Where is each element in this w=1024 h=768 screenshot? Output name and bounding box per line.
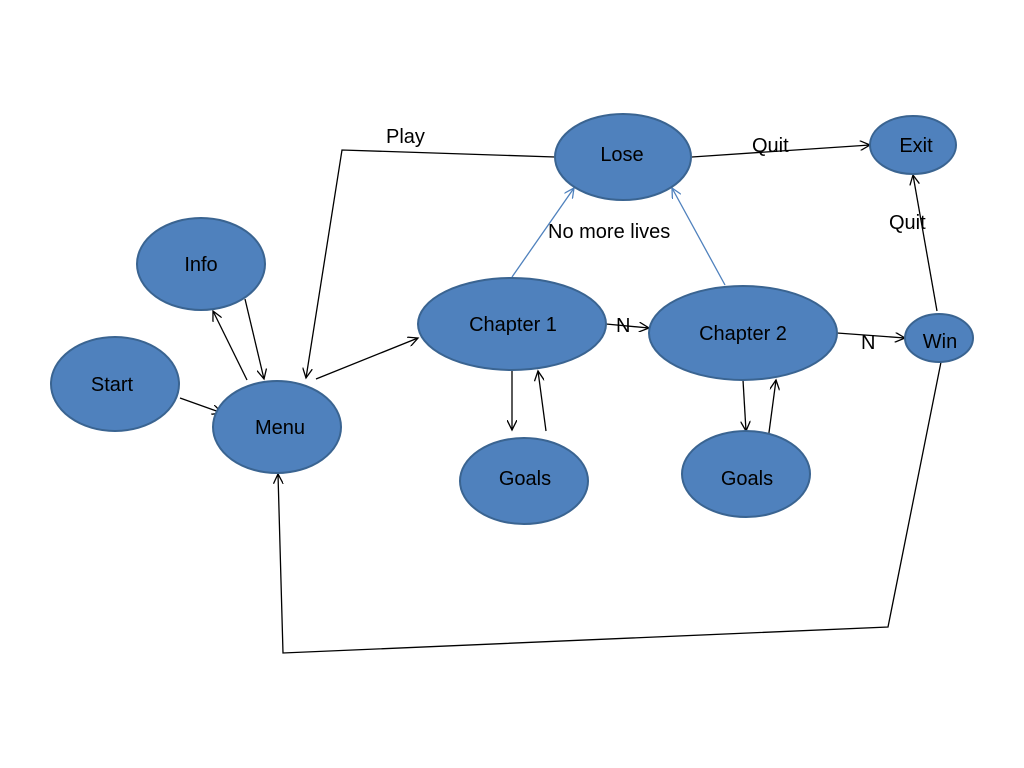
edge-label-play: Play	[386, 126, 425, 148]
node-label-lose: Lose	[600, 144, 643, 166]
node-win: Win	[904, 313, 974, 363]
edge-menu-info	[213, 311, 248, 381]
edge-chapter1-lose	[511, 188, 574, 278]
edge-chapter2-goals2	[743, 379, 746, 431]
node-chapter2: Chapter 2	[648, 285, 838, 381]
edge-menu-chapter1	[315, 338, 418, 380]
node-label-start: Start	[91, 374, 134, 396]
node-label-menu: Menu	[255, 417, 305, 439]
edge-label-n-chapter2: N	[861, 332, 875, 354]
edge-label-quit-win: Quit	[889, 212, 926, 234]
edge-label-quit-lose: Quit	[752, 135, 789, 157]
edges	[179, 145, 942, 654]
node-lose: Lose	[554, 113, 692, 201]
edge-label-no-more-lives: No more lives	[548, 221, 670, 243]
node-label-chapter1: Chapter 1	[469, 314, 557, 336]
edge-lose-exit	[691, 145, 870, 158]
edge-chapter2-lose	[672, 188, 726, 286]
node-label-chapter2: Chapter 2	[699, 323, 787, 345]
node-info: Info	[136, 217, 266, 311]
node-exit: Exit	[869, 115, 957, 175]
edge-win-menu	[278, 361, 942, 654]
node-menu: Menu	[212, 380, 342, 474]
edge-info-menu	[244, 298, 264, 379]
node-chapter1: Chapter 1	[417, 277, 607, 371]
edge-goals2-chapter2	[767, 380, 776, 441]
edge-chapter2-win	[836, 333, 905, 338]
edge-chapter1-chapter2	[605, 324, 649, 328]
edge-label-n-chapter1: N	[616, 315, 630, 337]
node-label-info: Info	[184, 254, 217, 276]
node-label-goals-chapter2: Goals	[721, 468, 773, 490]
node-label-exit: Exit	[899, 135, 933, 157]
node-goals-chapter1: Goals	[459, 437, 589, 525]
node-label-goals-chapter1: Goals	[499, 468, 551, 490]
node-start: Start	[50, 336, 180, 432]
edge-goals1-chapter1	[538, 371, 547, 432]
edge-win-exit	[913, 175, 938, 312]
edge-start-menu	[179, 397, 222, 413]
node-label-win: Win	[923, 331, 957, 353]
edge-lose-menu-play	[306, 149, 556, 378]
node-goals-chapter2: Goals	[681, 430, 811, 518]
edge-labels: Play Quit Quit No more lives N N	[386, 126, 926, 354]
